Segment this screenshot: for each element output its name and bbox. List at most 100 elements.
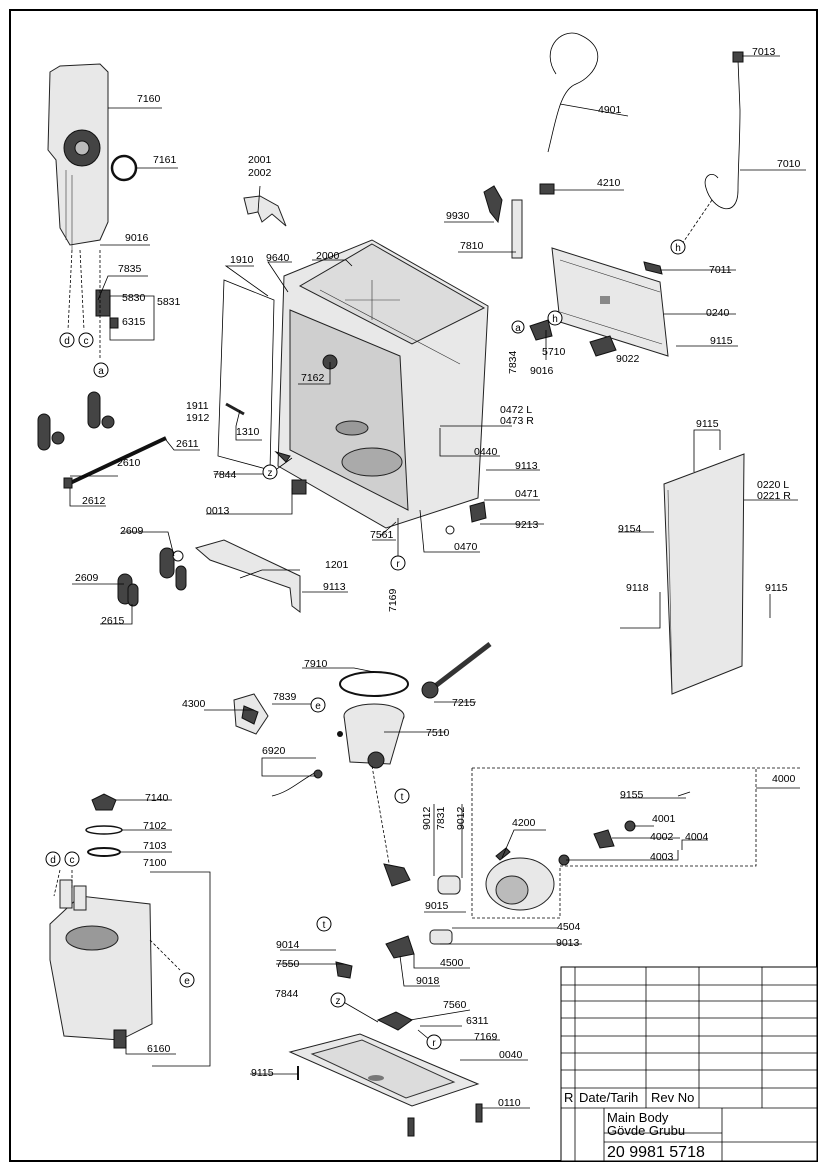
label-4210: 4210 bbox=[597, 177, 621, 189]
dashed-leaders-softener bbox=[67, 249, 101, 360]
label-0221: 0221 R bbox=[757, 490, 791, 502]
label-4504: 4504 bbox=[557, 921, 581, 933]
label-2000: 2000 bbox=[316, 250, 340, 262]
callout-h-letter: h bbox=[675, 243, 681, 254]
part-9013-hose-parts bbox=[335, 863, 453, 979]
title-turkish: Gövde Grubu bbox=[607, 1123, 685, 1138]
part-9213-foot bbox=[469, 501, 487, 523]
part-9022-parts bbox=[589, 335, 617, 357]
label-1201: 1201 bbox=[325, 559, 349, 571]
label-7839: 7839 bbox=[273, 691, 297, 703]
label-9930: 9930 bbox=[446, 210, 470, 222]
part-1311-strip bbox=[225, 402, 245, 416]
group-4000-frame bbox=[471, 767, 800, 919]
label-2609-b: 2609 bbox=[75, 572, 99, 584]
part-7844-clip bbox=[274, 450, 291, 463]
part-2609-wheels bbox=[117, 547, 187, 607]
dashed-softener-leaders bbox=[53, 869, 181, 971]
label-6920: 6920 bbox=[262, 745, 286, 757]
part-0013-foot bbox=[291, 479, 307, 495]
callout-t-letter: t bbox=[401, 792, 404, 803]
label-6311: 6311 bbox=[466, 1015, 489, 1027]
leader-lines bbox=[69, 55, 806, 1109]
label-0040: 0040 bbox=[499, 1049, 523, 1061]
label-9015: 9015 bbox=[425, 900, 449, 912]
callout-r bbox=[390, 555, 406, 571]
label-9113-b: 9113 bbox=[323, 581, 346, 593]
part-number-labels: 7160 7161 9016 7835 5830 5831 6315 2001 … bbox=[75, 46, 801, 1109]
part-7102-seal bbox=[85, 825, 123, 835]
label-7011: 7011 bbox=[709, 264, 732, 276]
label-4001: 4001 bbox=[652, 813, 676, 825]
label-0440: 0440 bbox=[474, 446, 498, 458]
callout-e-letter: e bbox=[315, 701, 321, 712]
label-7160: 7160 bbox=[137, 93, 161, 105]
label-4003: 4003 bbox=[650, 851, 674, 863]
rev-no-header: Rev No bbox=[651, 1090, 694, 1105]
part-2612-stop bbox=[63, 477, 73, 489]
callout-a-2 bbox=[511, 320, 525, 334]
part-4210-clip bbox=[539, 183, 555, 195]
label-0473: 0473 R bbox=[500, 415, 534, 427]
part-0110-foot-2 bbox=[407, 1117, 415, 1137]
callout-e bbox=[310, 697, 326, 713]
label-9115-b: 9115 bbox=[696, 418, 719, 430]
label-7834: 7834 bbox=[507, 350, 519, 374]
part-1910-seal bbox=[217, 279, 275, 471]
callout-e-2 bbox=[179, 972, 195, 988]
label-7169-b: 7169 bbox=[474, 1031, 498, 1043]
part-0110-foot bbox=[475, 1103, 483, 1123]
label-5710: 5710 bbox=[542, 346, 566, 358]
part-0240-back-panel bbox=[551, 247, 669, 357]
label-1912: 1912 bbox=[186, 412, 210, 424]
callout-h-2-letter: h bbox=[552, 314, 558, 325]
label-0472: 0472 L bbox=[500, 404, 532, 416]
label-5830: 5830 bbox=[122, 292, 146, 304]
label-9115-d: 9115 bbox=[251, 1067, 274, 1079]
part-4002-terminal bbox=[593, 829, 615, 849]
part-4001-seal bbox=[624, 820, 636, 832]
label-7510: 7510 bbox=[426, 727, 450, 739]
label-2612: 2612 bbox=[82, 495, 106, 507]
callout-c-2 bbox=[64, 851, 80, 867]
label-7560: 7560 bbox=[443, 999, 467, 1011]
callout-r-2-letter: r bbox=[432, 1038, 436, 1049]
label-1310: 1310 bbox=[236, 426, 260, 438]
part-7834-pressostat bbox=[529, 319, 553, 341]
label-2001: 2001 bbox=[248, 154, 272, 166]
label-9640: 9640 bbox=[266, 252, 290, 264]
label-2002: 2002 bbox=[248, 167, 272, 179]
part-0040-base bbox=[288, 1033, 480, 1107]
label-0110: 0110 bbox=[498, 1097, 521, 1109]
title-block: R Date/Tarih Rev No Main Body Gövde Grub… bbox=[560, 966, 818, 1162]
label-7010: 7010 bbox=[777, 158, 801, 170]
label-9012-b: 9012 bbox=[455, 806, 467, 830]
callout-t-2-letter: t bbox=[323, 920, 326, 931]
label-0240: 0240 bbox=[706, 307, 730, 319]
part-7215-spray-shaft bbox=[428, 642, 492, 692]
part-7215-coupling bbox=[421, 681, 439, 699]
callout-c bbox=[78, 332, 94, 348]
part-7100-softener bbox=[49, 879, 153, 1049]
part-0220-side-panel bbox=[663, 453, 745, 695]
label-9154: 9154 bbox=[618, 523, 642, 535]
callout-d-2-letter: d bbox=[50, 855, 56, 866]
callout-z-2 bbox=[330, 992, 346, 1008]
callout-z bbox=[262, 464, 278, 480]
callout-t-2 bbox=[316, 916, 332, 932]
label-4002: 4002 bbox=[650, 831, 674, 843]
part-7011-bracket bbox=[643, 261, 663, 275]
part-7010-hose bbox=[704, 59, 741, 210]
label-4200: 4200 bbox=[512, 817, 536, 829]
part-7013-nut bbox=[732, 51, 744, 63]
part-9930-clip bbox=[483, 185, 503, 224]
part-7910-ring bbox=[339, 671, 409, 697]
label-7161: 7161 bbox=[153, 154, 177, 166]
label-4000: 4000 bbox=[772, 773, 796, 785]
label-7910: 7910 bbox=[304, 658, 328, 670]
label-9014: 9014 bbox=[276, 939, 300, 951]
label-7831: 7831 bbox=[435, 806, 447, 830]
label-7835: 7835 bbox=[118, 263, 142, 275]
label-4500: 4500 bbox=[440, 957, 464, 969]
label-7550: 7550 bbox=[276, 958, 300, 970]
